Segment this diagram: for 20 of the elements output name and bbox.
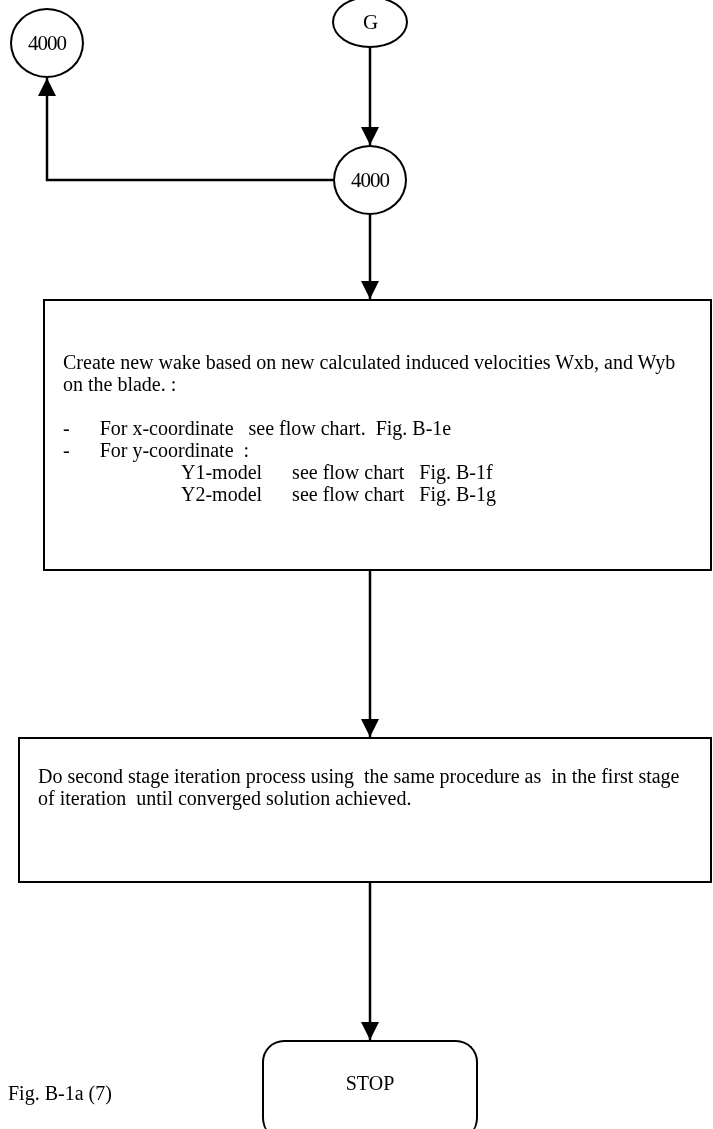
list-item: Y1-model see flow chart Fig. B-1f <box>181 461 494 483</box>
arrow <box>361 571 379 737</box>
connector-label: G <box>362 9 378 35</box>
arrow <box>361 883 379 1040</box>
arrow <box>38 78 333 182</box>
terminal-box <box>262 1040 478 1129</box>
figure-caption: Fig. B-1a (7) <box>8 1082 112 1105</box>
list-item: - For x-coordinate see flow chart. Fig. B-1e <box>63 417 453 439</box>
process-box <box>43 299 712 571</box>
arrow <box>361 215 379 299</box>
connector-label: 4000 <box>28 30 66 56</box>
list-item: Y2-model see flow chart Fig. B-1g <box>181 483 497 505</box>
process-text: Do second stage iteration process using the same procedure as in the first stage of iteration until converged solution achieved. <box>38 765 681 809</box>
list-item: - For y-coordinate : <box>63 439 251 461</box>
process-text: Create new wake based on new calculated induced velocities Wxb, and Wyb on the blade. : <box>63 351 677 395</box>
connector-circle <box>332 0 408 48</box>
connector-label: 4000 <box>351 167 389 193</box>
process-text: STOP <box>345 1072 395 1096</box>
process-box <box>18 737 712 883</box>
arrow <box>361 48 379 145</box>
